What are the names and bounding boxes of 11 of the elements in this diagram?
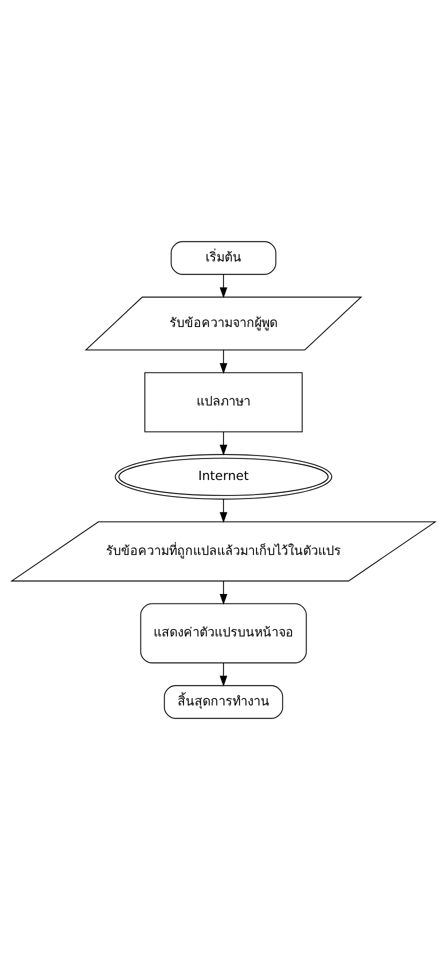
node-box: แสดงค่าตัวแปรบนหน้าจอ <box>140 603 307 664</box>
arrow <box>220 580 228 605</box>
node-box: เริ่มต้น <box>170 241 276 275</box>
arrow <box>220 274 228 298</box>
arrow <box>220 431 228 456</box>
arrow <box>220 350 228 374</box>
node-box: สิ้นสุดการทำงาน <box>164 685 284 719</box>
node-box: แปลภาษา <box>144 372 303 432</box>
arrow <box>220 498 228 524</box>
node-ellipse: Internet <box>114 454 332 500</box>
arrow <box>220 662 228 687</box>
